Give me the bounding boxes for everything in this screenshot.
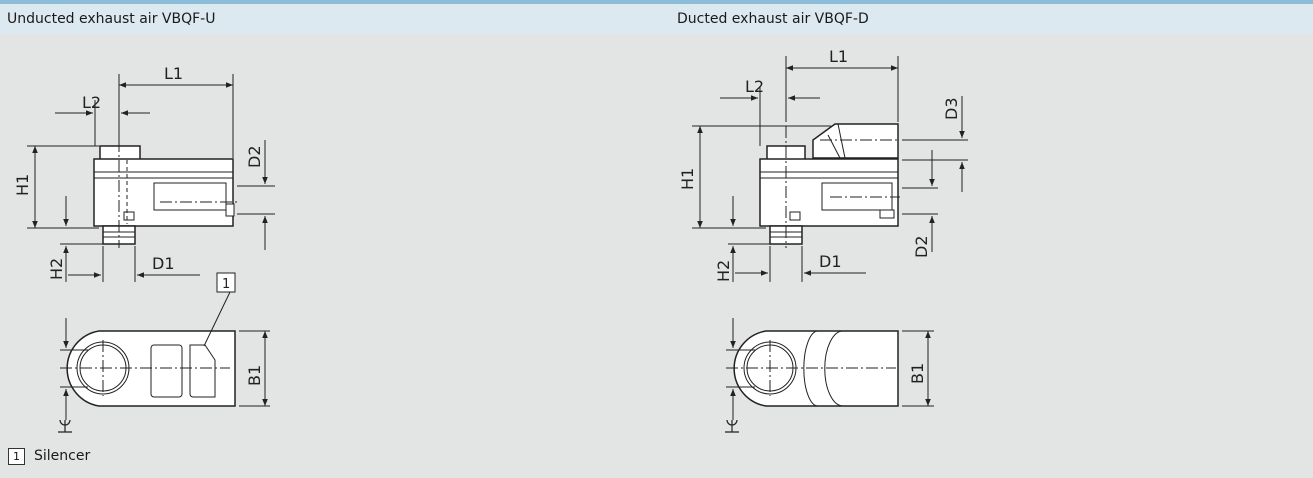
left-top-view	[60, 272, 270, 420]
right-side-view	[759, 123, 900, 248]
dim-label-D1: D1	[152, 254, 175, 273]
left-dimension-lines	[27, 74, 275, 282]
wrench-icon	[58, 419, 72, 433]
dim-label-H2: H2	[714, 260, 733, 282]
top-rule	[0, 0, 1313, 4]
left-title: Unducted exhaust air VBQF-U	[7, 11, 216, 27]
dim-label-B1: B1	[908, 363, 927, 384]
legend-number-box: 1	[8, 447, 25, 465]
dim-label-L1: L1	[164, 64, 183, 83]
dim-label-D1: D1	[819, 252, 842, 271]
dim-label-D3: D3	[942, 98, 961, 121]
dim-label-L2: L2	[745, 77, 764, 96]
dim-label-H2: H2	[47, 258, 66, 280]
dim-label-H1: H1	[13, 174, 32, 196]
right-title: Ducted exhaust air VBQF-D	[677, 11, 869, 27]
dim-label-H1: H1	[678, 168, 697, 190]
dim-label-L1: L1	[829, 47, 848, 66]
right-top-view	[726, 318, 934, 420]
left-side-view	[93, 140, 238, 248]
wrench-icon	[725, 419, 739, 433]
header-bar	[0, 4, 1313, 34]
dim-label-D2: D2	[245, 146, 264, 169]
legend-text: Silencer	[34, 448, 91, 464]
right-dimension-lines	[692, 56, 968, 282]
callout-number: 1	[222, 277, 230, 292]
dim-label-B1: B1	[245, 365, 264, 386]
dim-label-D2: D2	[912, 236, 931, 259]
legend: 1 Silencer	[8, 446, 90, 466]
dim-label-L2: L2	[82, 93, 101, 112]
